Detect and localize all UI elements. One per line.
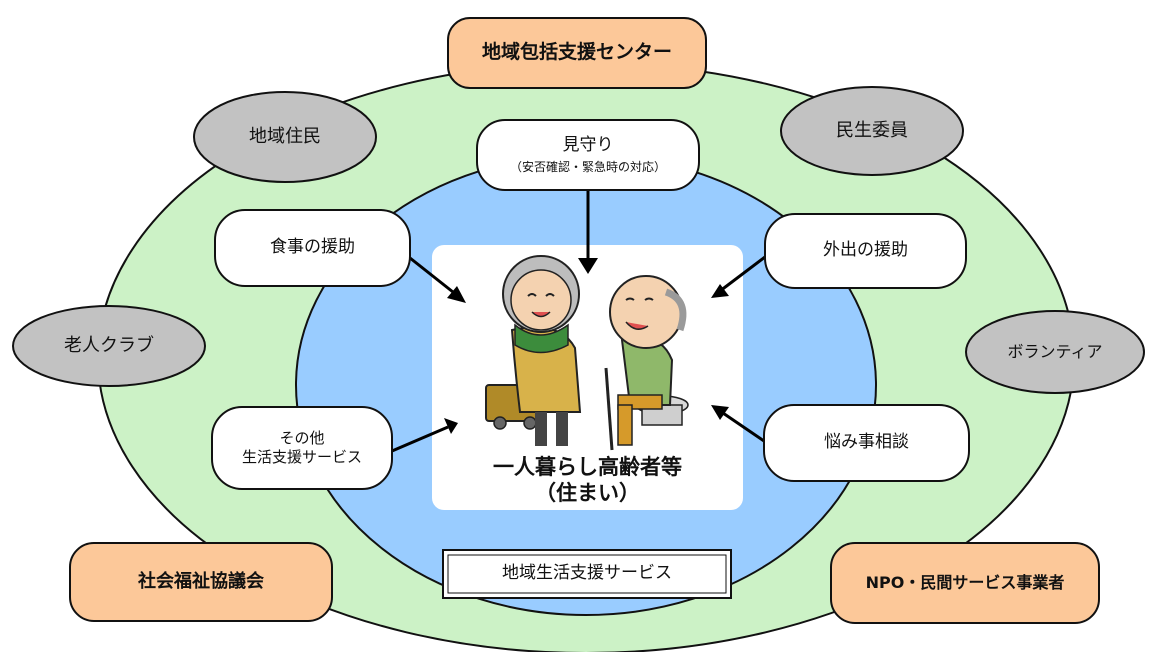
box-npo: [830, 542, 1100, 624]
mimamori-title: 見守り: [562, 134, 614, 155]
mimamori-subtitle: （安否確認・緊急時の対応）: [509, 160, 666, 175]
oval-minsei-iin: [780, 86, 964, 176]
label-sonota: その他 生活支援サービス: [212, 407, 392, 489]
oval-roujin-club: [12, 305, 206, 387]
oval-chiiki-jumin: [193, 91, 377, 183]
arrow-shokuji: [409, 256, 459, 298]
arrow-sonota: [391, 425, 449, 453]
label-mimamori: 見守り （安否確認・緊急時の対応）: [477, 120, 699, 190]
box-bottom-label: [442, 549, 732, 599]
label-roujin-club: 老人クラブ: [64, 334, 154, 356]
box-nayami: [763, 404, 970, 482]
label-npo: NPO・民間サービス事業者: [865, 573, 1065, 592]
arrow-gaishutsu: [719, 255, 766, 293]
sonota-line2: 生活支援サービス: [241, 448, 362, 466]
box-mimamori: [476, 119, 700, 191]
box-shokuji: [214, 209, 411, 287]
label-bottom: 地域生活支援サービス: [502, 563, 672, 584]
elderly-man-illustration: [604, 275, 689, 451]
box-sonota: [211, 406, 393, 490]
oval-volunteer: [965, 310, 1145, 394]
label-volunteer: ボランティア: [1007, 342, 1103, 361]
sonota-line1: その他: [279, 429, 325, 448]
center-subtitle: （住まい）: [535, 481, 640, 505]
label-chiiki-jumin: 地域住民: [249, 125, 321, 147]
center-title: 一人暮らし高齢者等 （住まい）: [432, 452, 743, 508]
label-chiiki-houkatsu: 地域包括支援センター: [481, 41, 672, 64]
center-title-text: 一人暮らし高齢者等: [493, 454, 682, 479]
box-chiiki-houkatsu: [447, 17, 707, 89]
elderly-woman-illustration: [485, 255, 582, 446]
box-gaishutsu: [764, 213, 967, 289]
label-shakai-fukushi: 社会福祉協議会: [138, 570, 264, 592]
label-minsei-iin: 民生委員: [836, 119, 908, 141]
label-nayami: 悩み事相談: [824, 432, 909, 453]
arrow-nayami: [719, 409, 765, 443]
box-shakai-fukushi: [69, 542, 333, 622]
label-gaishutsu: 外出の援助: [823, 240, 908, 261]
label-shokuji: 食事の援助: [270, 237, 355, 258]
